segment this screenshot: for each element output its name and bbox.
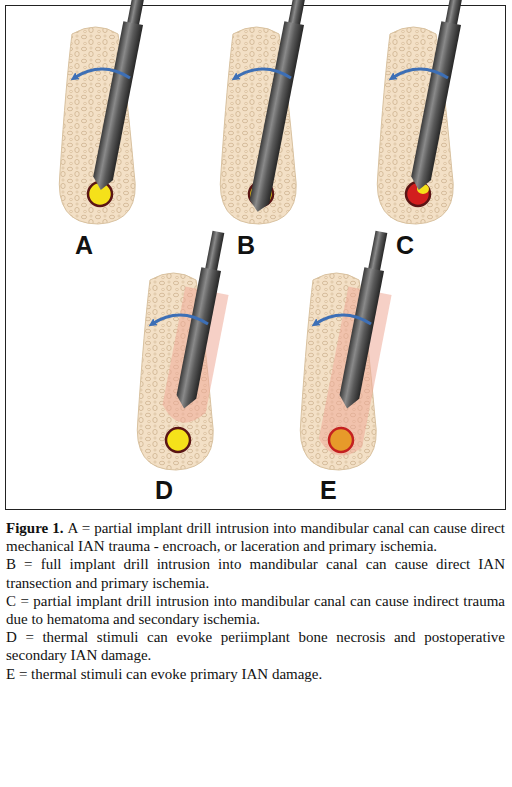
- panel-letter: A: [75, 233, 93, 258]
- caption-text: B = full implant drill intrusion into ma…: [6, 555, 505, 591]
- panel-a: [59, 0, 150, 224]
- caption-text: C = partial implant drill intrusion into…: [6, 592, 505, 628]
- panel-letter: D: [155, 478, 173, 503]
- caption-text: A = partial implant drill intrusion into…: [6, 520, 505, 554]
- panel-c: [377, 0, 468, 224]
- panel-b: [220, 0, 311, 224]
- panel-e: [300, 230, 391, 470]
- caption-text: E = thermal stimuli can evoke primary IA…: [6, 665, 505, 683]
- caption-text: D = thermal stimuli can evoke periimplan…: [6, 628, 505, 664]
- panel-letter: C: [396, 233, 414, 258]
- panel-d: [137, 230, 228, 470]
- panel-letter: E: [320, 478, 337, 503]
- caption-paragraph: Figure 1.A = partial implant drill intru…: [6, 519, 505, 555]
- caption-block: Figure 1.A = partial implant drill intru…: [6, 519, 505, 683]
- panel-letter: B: [237, 233, 255, 258]
- figure-number: Figure 1.: [6, 520, 64, 536]
